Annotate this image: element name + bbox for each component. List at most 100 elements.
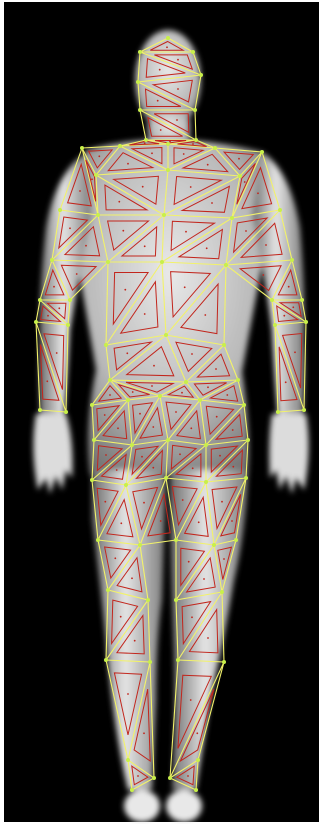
mesh-vertex [242, 403, 246, 407]
triangle-centroid [58, 307, 60, 309]
mesh-vertex [138, 108, 142, 112]
mesh-vertex [191, 50, 195, 54]
triangle-centroid [159, 69, 161, 71]
triangle-centroid [198, 521, 200, 523]
triangle-centroid [53, 286, 55, 288]
mesh-vertex [152, 776, 156, 780]
triangle-centroid [132, 391, 134, 393]
triangle-centroid [191, 616, 193, 618]
triangle-centroid [126, 352, 128, 354]
mesh-vertex [136, 80, 140, 84]
triangle-centroid [288, 286, 290, 288]
triangle-centroid [219, 455, 221, 457]
triangle-centroid [190, 699, 192, 701]
mesh-vertex [68, 298, 72, 302]
mesh-vertex [138, 50, 142, 54]
triangle-centroid [177, 59, 179, 61]
triangle-centroid [144, 313, 146, 315]
triangle-centroid [190, 427, 192, 429]
mesh-vertex [38, 298, 42, 302]
mesh-vertex [104, 343, 108, 347]
mesh-vertex [148, 660, 152, 664]
mesh-vertex [90, 403, 94, 407]
mesh-vertex [106, 588, 110, 592]
mesh-vertex [300, 298, 304, 302]
mesh-vertex [126, 758, 130, 762]
mesh-vertex [118, 144, 122, 148]
mesh-vertex [166, 36, 170, 40]
mesh-vertex [230, 216, 234, 220]
triangle-centroid [98, 155, 100, 157]
triangle-centroid [76, 273, 78, 275]
triangle-centroid [231, 520, 233, 522]
triangle-centroid [151, 385, 153, 387]
triangle-centroid [127, 163, 129, 165]
mesh-vertex [80, 146, 84, 150]
triangle-centroid [184, 286, 186, 288]
triangle-centroid [182, 499, 184, 501]
triangle-centroid [120, 616, 122, 618]
triangle-centroid [47, 315, 49, 317]
triangle-centroid [265, 244, 267, 246]
mesh-vertex [94, 173, 98, 177]
triangle-centroid [152, 426, 154, 428]
mesh-vertex [124, 483, 128, 487]
triangle-centroid [85, 245, 87, 247]
triangle-centroid [204, 314, 206, 316]
mesh-vertex [244, 476, 248, 480]
triangle-centroid [127, 693, 129, 695]
mesh-vertex [176, 658, 180, 662]
triangle-centroid [139, 413, 141, 415]
mesh-vertex [130, 788, 134, 792]
triangle-centroid [131, 577, 133, 579]
triangle-centroid [177, 88, 179, 90]
left-foot [124, 790, 160, 822]
triangle-centroid [223, 558, 225, 560]
triangle-centroid [124, 289, 126, 291]
mesh-vertex [96, 213, 100, 217]
triangle-centroid [211, 202, 213, 204]
triangle-centroid [244, 181, 246, 183]
mesh-vertex [260, 150, 264, 154]
mesh-vertex [213, 146, 217, 150]
triangle-centroid [152, 467, 154, 469]
triangle-centroid [91, 178, 93, 180]
triangle-centroid [134, 640, 136, 642]
triangle-centroid [104, 501, 106, 503]
triangle-centroid [183, 153, 185, 155]
triangle-centroid [207, 164, 209, 166]
mesh-vertex [168, 776, 172, 780]
mesh-vertex [166, 142, 170, 146]
mesh-vertex [224, 263, 228, 267]
triangle-centroid [245, 230, 247, 232]
mesh-vertex [193, 108, 197, 112]
triangle-centroid [144, 245, 146, 247]
mesh-vertex [106, 260, 110, 264]
mesh-vertex [270, 298, 274, 302]
triangle-centroid [157, 100, 159, 102]
triangle-centroid [143, 502, 145, 504]
triangle-centroid [169, 140, 171, 142]
triangle-centroid [166, 46, 168, 48]
triangle-centroid [120, 522, 122, 524]
triangle-centroid [257, 192, 259, 194]
triangle-centroid [56, 352, 58, 354]
mesh-vertex [66, 323, 70, 327]
triangle-centroid [175, 411, 177, 413]
triangle-centroid [160, 520, 162, 522]
mesh-vertex [130, 443, 134, 447]
triangle-centroid [187, 775, 189, 777]
triangle-centroid [215, 368, 217, 370]
mesh-vertex [160, 260, 164, 264]
triangle-centroid [137, 775, 139, 777]
mesh-vertex [304, 320, 308, 324]
mesh-vertex [212, 543, 216, 547]
triangle-centroid [196, 732, 198, 734]
mesh-vertex [164, 476, 168, 480]
triangle-centroid [232, 429, 234, 431]
mesh-vertex [146, 598, 150, 602]
mesh-vertex [234, 538, 238, 542]
triangle-centroid [144, 142, 146, 144]
mesh-vertex [126, 398, 130, 402]
mesh-vertex [222, 660, 226, 664]
